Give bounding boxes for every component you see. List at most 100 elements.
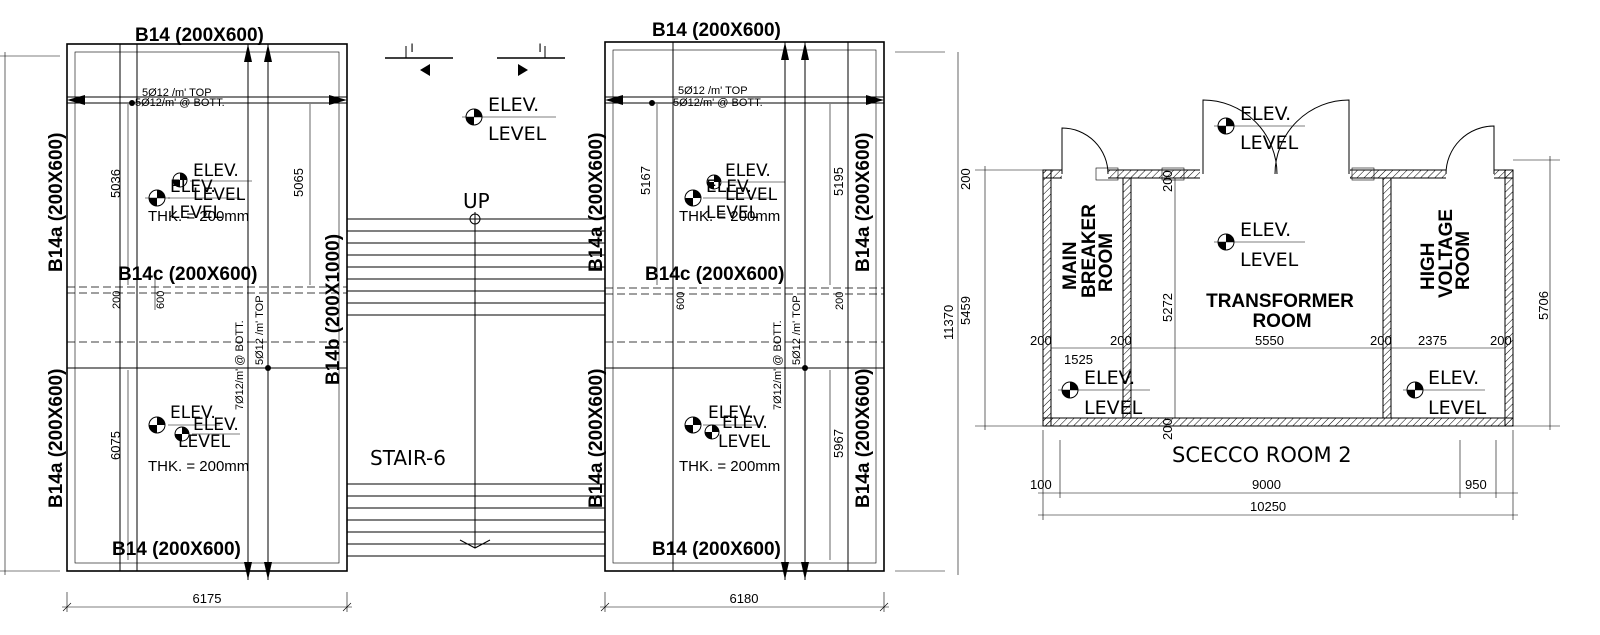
rebar-bott7-right: 7Ø12/m' @ BOTT. [772,320,784,410]
beam-label-b14-top-left: B14 (200X600) [135,25,264,46]
beam-label-b14a-right-2: B14a (200X600) [586,369,607,508]
elev-text: ELEV. [1240,219,1291,241]
dim-200-right: 200 [834,292,846,310]
room-main-breaker-line2: BREAKER [1079,204,1100,298]
dim-2375: 2375 [1418,333,1447,348]
dim-5167: 5167 [638,166,653,195]
dim-11370: 11370 [941,305,956,340]
beam-label-b14a-right-4: B14a (200X600) [853,369,874,508]
dim-100: 100 [1030,477,1052,492]
elev-marker-right-2b: ELEV. [704,413,768,440]
elev-text: ELEV. [193,161,239,181]
stair-up-label: UP [463,189,490,213]
dim-200-left: 200 [111,291,123,309]
elev-marker-left-1b: ELEV. LEVEL [172,161,252,205]
dim-bottom-left [62,592,352,612]
dim-200-room-c: 200 [1370,333,1392,348]
level-text: LEVEL [170,203,223,223]
level-text: LEVEL [488,123,547,145]
elev-text: ELEV. [722,413,768,433]
level-text: LEVEL [1428,397,1487,419]
elev-marker-left-1: ELEV. LEVEL [145,177,240,223]
level-text: LEVEL [1240,132,1299,154]
beam-label-b14-top-right: B14 (200X600) [652,20,781,41]
slab-thk-left-1: THK. = 200mm [148,208,249,225]
beam-label-b14a-right-1: B14a (200X600) [586,133,607,272]
rebar-top-right: 5Ø12 /m' TOP [678,85,748,97]
room-high-voltage-line1: HIGH [1418,243,1439,291]
stair-name-label: STAIR-6 [370,446,446,470]
section-mark-right: I [538,41,541,55]
elev-marker-left-2: ELEV. LEVEL [148,403,231,452]
dim-600-left: 600 [155,291,167,309]
rebar-bott-right: 5Ø12/m' @ BOTT. [673,97,763,109]
dim-9000: 9000 [1252,477,1281,492]
elev-marker-right-2: ELEV. LEVEL [684,403,771,452]
room-high-voltage-line2: VOLTAGE [1436,209,1457,298]
dim-5272: 5272 [1160,293,1175,322]
elev-marker-left-2b: ELEV. [174,415,240,442]
beam-label-b14c-right: B14c (200X600) [645,264,784,285]
elev-marker-room-3: ELEV. LEVEL [1058,367,1150,419]
dim-200-room-mid: 200 [1160,170,1175,192]
elev-text: ELEV. [170,177,216,197]
room-plan [975,99,1560,520]
dim-200-room-top: 200 [958,168,973,190]
elev-text: ELEV. [1240,103,1291,125]
room-main-breaker-line1: MAIN [1060,241,1081,290]
dim-200-room-b: 200 [1110,333,1132,348]
level-text: LEVEL [725,185,778,205]
dim-600-right: 600 [675,292,687,310]
elev-text: ELEV. [1084,367,1135,389]
slab-thk-right-2: THK. = 200mm [679,458,780,475]
elev-text: ELEV. [193,415,239,435]
dim-overall-vertical [0,51,959,575]
dim-10250: 10250 [1250,499,1286,514]
level-text: LEVEL [1240,249,1299,271]
dim-bottom-right [600,592,889,612]
elev-marker-room-4: ELEV. LEVEL [1403,367,1487,419]
slab-thk-left-2: THK. = 200mm [148,458,249,475]
room-high-voltage-line3: ROOM [1453,231,1474,290]
rebar-bott7-left: 7Ø12/m' @ BOTT. [234,320,246,410]
beam-label-b14a-right-3: B14a (200X600) [853,133,874,272]
dim-1525: 1525 [1064,352,1093,367]
elev-text: ELEV. [725,161,771,181]
right-slab-panel [604,41,885,580]
level-text: LEVEL [178,432,231,452]
beam-label-b14-bottom-right: B14 (200X600) [652,539,781,560]
dim-200-room-bottom: 200 [1160,418,1175,440]
rebar-bott-left: 5Ø12/m' @ BOTT. [135,97,225,109]
elev-text: ELEV. [488,94,539,116]
section-mark-left: I [410,41,413,55]
dim-5195: 5195 [831,167,846,196]
room-transformer-line2: ROOM [1252,311,1311,332]
plan-title: SCECCO ROOM 2 [1172,443,1352,467]
beam-label-b14-bottom-left: B14 (200X600) [112,539,241,560]
dim-950: 950 [1465,477,1487,492]
beam-label-b14c-left: B14c (200X600) [118,264,257,285]
dim-5036: 5036 [108,169,123,198]
beam-label-b14b: B14b (200X1000) [323,234,344,385]
stair-graphic [347,46,605,557]
dim-5065: 5065 [291,168,306,197]
dim-5967: 5967 [831,429,846,458]
slab-thk-right-1: THK. = 200mm [679,208,780,225]
room-main-breaker-line3: ROOM [1096,233,1117,292]
dim-200-room-a: 200 [1030,333,1052,348]
elev-text: ELEV. [170,403,216,423]
rebar-top5-right: 5Ø12 /m' TOP [791,295,803,365]
level-text: LEVEL [1084,397,1143,419]
level-text: LEVEL [706,203,759,223]
elev-marker-right-1b: ELEV. LEVEL [706,161,785,205]
elev-text: ELEV. [708,403,754,423]
dim-6075: 6075 [108,431,123,460]
left-slab-panel [66,43,348,580]
beam-label-b14a-left-1: B14a (200X600) [46,133,67,272]
elev-text: ELEV. [1428,367,1479,389]
room-transformer-line1: TRANSFORMER [1206,291,1354,312]
elev-marker-room-2: ELEV. LEVEL [1214,219,1305,271]
dim-200-room-d: 200 [1490,333,1512,348]
dim-5459: 5459 [958,296,973,325]
